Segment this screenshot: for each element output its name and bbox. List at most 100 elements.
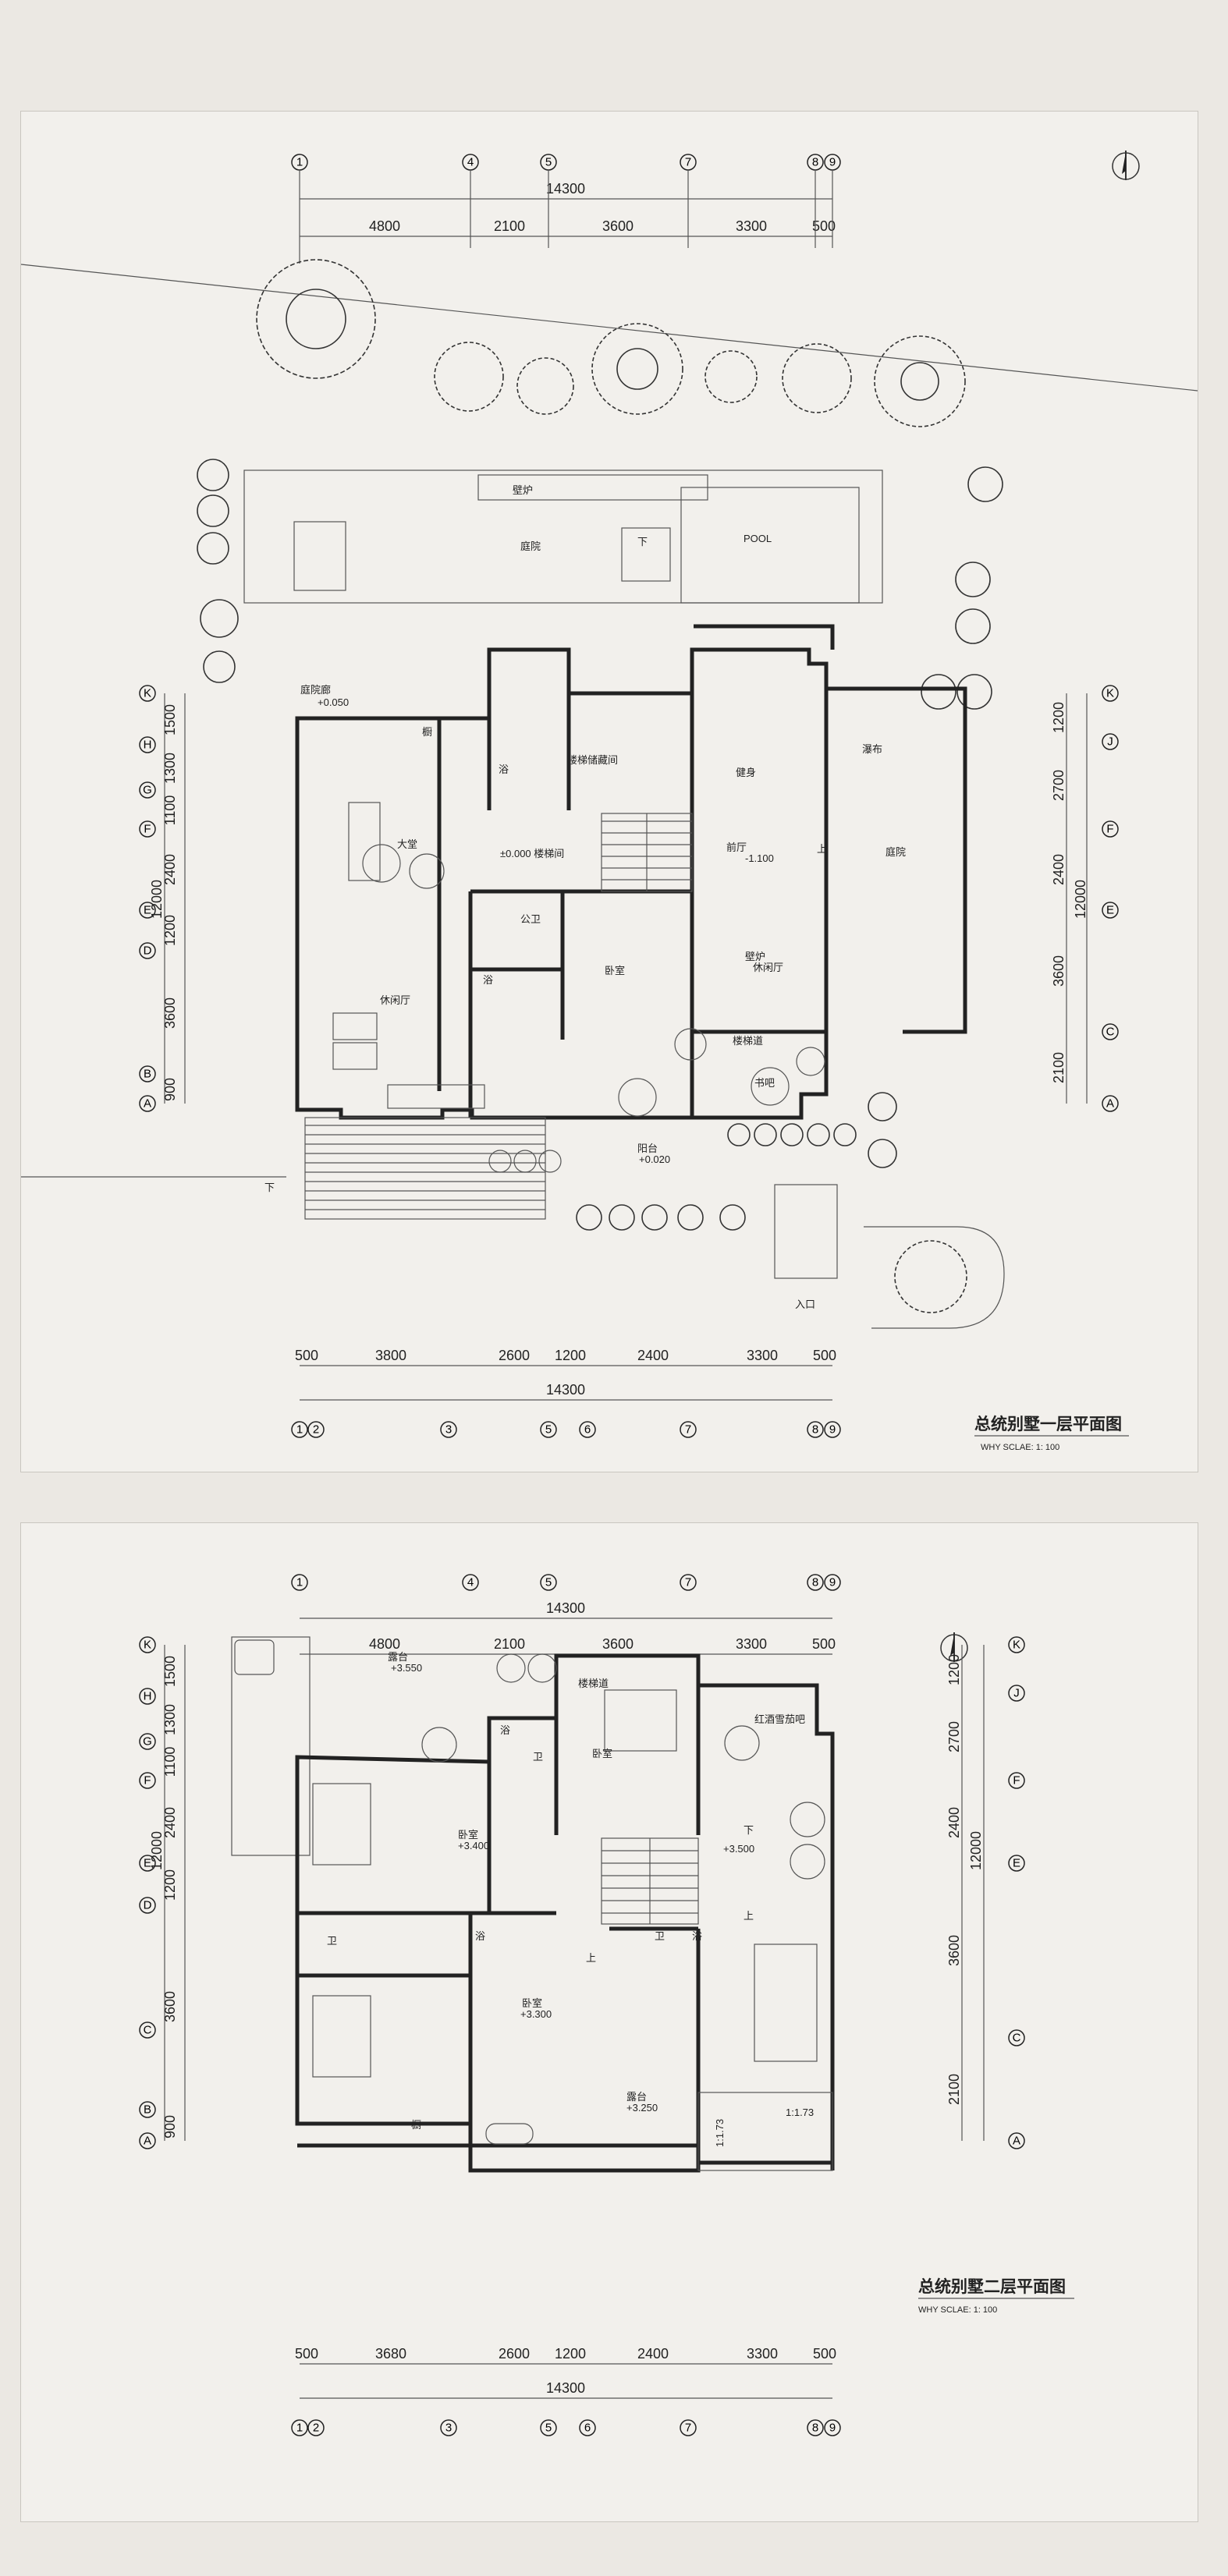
grid-bubble: 1 [291,2419,308,2436]
room-label-bar: 书吧 [754,1077,775,1089]
room-label-cabinet: 橱 [422,726,432,738]
room-label-courtyard: 庭院 [520,540,541,552]
up-label: 上 [586,1952,596,1964]
plan-title: 总统别墅一层平面图 [974,1415,1122,1433]
dimension: 2400 [946,1807,962,1838]
tree-row-icon [256,259,966,427]
grid-label: K [1013,1639,1020,1652]
grid-label: K [144,687,151,700]
room-label-entrance: 入口 [795,1299,815,1310]
left-dimensions: 1500 1300 1100 2400 1200 3600 900 12000 [149,1645,186,2141]
dimension: 1200 [946,1654,962,1685]
elevation-label: +3.550 [391,1662,422,1674]
top-dimensions: 14300 4800 2100 3600 3300 500 [300,1600,836,1655]
grid-bubble: 9 [824,1421,841,1438]
grid-label: F [144,1774,151,1788]
grid-label: C [144,2024,152,2037]
dimension: 3680 [375,2346,406,2362]
grid-label: D [144,1899,152,1912]
grid-label: C [1013,2032,1021,2045]
room-label-corridor: 楼梯道 [578,1678,609,1689]
grid-bubble: D [139,942,156,959]
grid-bubble: E [1102,902,1119,919]
dimension: 2400 [637,1348,669,1363]
dimension: 1100 [162,795,178,826]
top-dimensions: 14300 4800 2100 3600 3300 500 [299,170,836,264]
elevation-label: +0.050 [318,696,349,708]
grid-label: 3 [445,2422,452,2435]
total-dimension: 12000 [149,1831,165,1870]
top-grid-axes: 1 4 5 7 8 9 [291,1574,841,1591]
room-label-bath: 浴 [500,1724,510,1736]
grid-label: G [143,784,152,797]
grid-bubble: 9 [824,154,841,171]
dimension: 3300 [736,1636,767,1652]
dimension: 2700 [1051,770,1067,801]
left-grid-axes: K H G F E D B A [139,685,156,1112]
entrance-tree-icon [894,1240,967,1313]
dimension: 3800 [375,1348,406,1363]
dimension: 3600 [1051,955,1067,987]
grid-label: 9 [829,2422,836,2435]
dimension: 3300 [747,2346,778,2362]
ground-floor-plan-sheet: 1 4 5 7 8 9 14300 4800 2100 3600 3300 50… [20,111,1198,1472]
courtyard-outline [243,469,883,604]
room-label-foyer: 前厅 [726,842,747,853]
dimension: 1300 [162,753,178,784]
room-label-bath: 浴 [499,764,509,775]
grid-bubble: E [139,902,156,919]
total-dimension: 12000 [968,1831,984,1870]
grid-label: A [1013,2135,1020,2148]
right-dimensions: 1200 2700 2400 3600 2100 12000 [1051,693,1088,1104]
dimension: 2100 [494,1636,525,1652]
total-dimension: 14300 [546,1382,585,1398]
grid-bubble: 5 [540,154,557,171]
dimension: 500 [813,1348,836,1363]
grid-bubble: K [139,685,156,702]
grid-bubble: A [1008,2132,1025,2149]
grid-bubble: 7 [680,154,697,171]
room-label-pool: POOL [744,533,772,544]
room-label-wine-bar: 红酒雪茄吧 [754,1713,805,1725]
grid-bubble: 6 [579,2419,596,2436]
room-label-bedroom: 卧室 [605,965,625,976]
total-dimension: 14300 [546,2380,585,2396]
up-label: 上 [744,1910,754,1922]
grid-label: B [144,2103,151,2117]
grid-label: E [144,904,151,917]
grid-bubble: 5 [540,2419,557,2436]
dimension: 1200 [555,1348,586,1363]
grid-label: C [1106,1026,1115,1039]
dimension: 2400 [162,854,178,885]
grid-label: 7 [685,2422,691,2435]
grid-bubble: A [1102,1095,1119,1112]
grid-bubble: A [139,1095,156,1112]
grid-label: F [144,823,151,836]
dimension: 3300 [736,218,767,234]
pool-step-outline [621,527,671,582]
bottom-grid-axes: 1 2 3 5 6 7 8 9 [291,2419,841,2436]
grid-bubble: 2 [307,1421,325,1438]
dimension: 1200 [555,2346,586,2362]
grid-label: E [1106,904,1114,917]
grid-label: D [144,944,152,958]
dimension: 900 [162,1078,178,1101]
second-floor-plan-sheet: 1 4 5 7 8 9 14300 4800 2100 3600 3300 50… [20,1522,1198,2522]
grid-bubble: A [139,2132,156,2149]
shrub-icon [197,459,1003,710]
grid-label: E [144,1857,151,1870]
dimension: 2700 [946,1721,962,1752]
room-label-lounge: 休闲厅 [380,994,410,1006]
grid-label: B [144,1068,151,1081]
grid-label: J [1107,735,1113,749]
grid-label: 8 [812,1423,818,1437]
grid-label: 7 [685,1576,691,1589]
room-label-gym: 健身 [736,767,756,778]
grid-label: A [144,2135,151,2148]
entrance-path-outline [864,1226,1005,1329]
grid-bubble: J [1102,733,1119,750]
dimension: 900 [162,2115,178,2138]
room-label-fireplace: 壁炉 [513,484,533,496]
grid-label: A [1106,1097,1114,1111]
elevation-label: -1.100 [745,852,774,864]
